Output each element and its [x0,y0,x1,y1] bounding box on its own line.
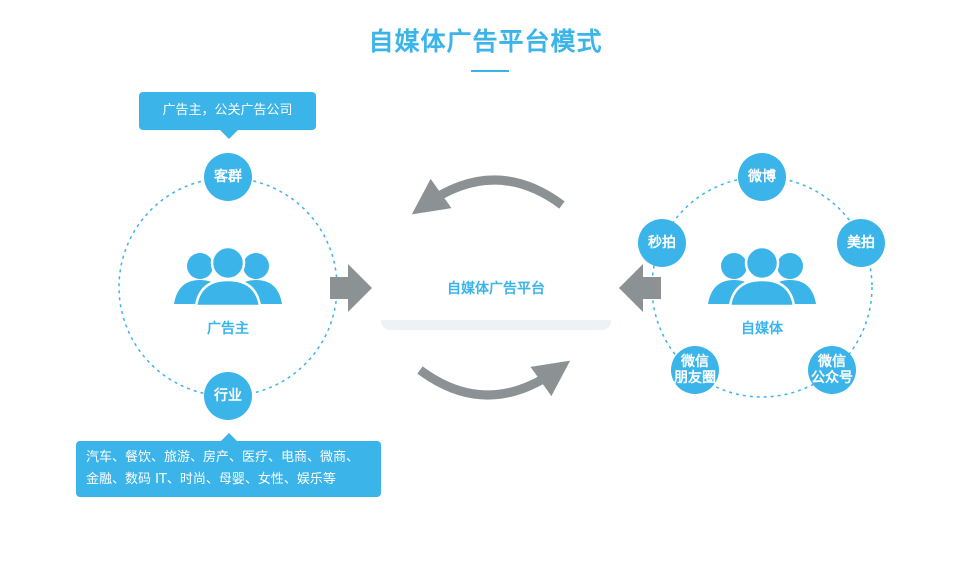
node-miaopai [638,219,686,267]
arrow-media-to-platform [619,264,661,312]
node-wechat-moments-label: 微信 朋友圈 [667,354,723,386]
top-bubble-text: 广告主，公关广告公司 [162,103,293,118]
node-wechat-moments [671,346,719,394]
title-underline [471,70,509,72]
node-weibo [738,153,786,201]
curved-arrow-bottom [417,360,571,400]
node-line: 微信 [818,354,846,370]
node-miaopai-label: 秒拍 [648,235,676,251]
media-label: 自媒体 [741,321,783,337]
node-weibo-label: 微博 [748,169,776,185]
curved-arrow-top [411,175,565,215]
node-industry [204,372,252,420]
node-customers [204,153,252,201]
arrow-advertiser-to-platform [330,264,372,312]
node-line: 朋友圈 [674,370,716,386]
node-line: 微信 [681,354,709,370]
platform-panel [381,254,611,330]
node-meipai-label: 美拍 [847,235,875,251]
top-bubble [139,92,316,139]
platform-label: 自媒体广告平台 [447,281,545,297]
node-meipai [837,219,885,267]
node-wechat-official-label: 微信 公众号 [804,354,860,386]
node-industry-label: 行业 [214,388,242,404]
diagram-title: 自媒体广告平台模式 [368,27,603,56]
people-group-icon-left [174,245,282,308]
bottom-bubble-line: 汽车、餐饮、旅游、房产、医疗、电商、微商、 [86,450,360,465]
node-wechat-official [808,346,856,394]
advertiser-label: 广告主 [207,321,249,337]
node-line: 公众号 [811,370,853,386]
bottom-bubble-line: 金融、数码 IT、时尚、母婴、女性、娱乐等 [86,472,336,487]
people-group-icon-right [708,245,816,308]
bottom-bubble [76,433,381,497]
bottom-bubble-text: 汽车、餐饮、旅游、房产、医疗、电商、微商、 金融、数码 IT、时尚、母婴、女性、… [86,447,381,491]
node-customers-label: 客群 [214,169,242,185]
